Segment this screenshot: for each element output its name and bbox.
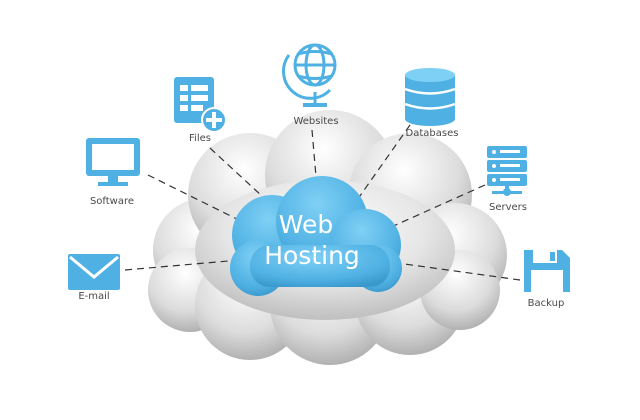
node-label-software: Software bbox=[90, 196, 134, 207]
server-rack-icon bbox=[487, 146, 527, 196]
node-label-servers: Servers bbox=[489, 202, 527, 213]
node-label-backup: Backup bbox=[528, 298, 565, 309]
node-label-email: E-mail bbox=[78, 291, 109, 302]
node-label-files: Files bbox=[189, 133, 211, 144]
node-label-websites: Websites bbox=[293, 116, 338, 127]
monitor-icon bbox=[86, 138, 140, 186]
database-icon bbox=[404, 68, 456, 126]
node-databases: Databases bbox=[404, 68, 459, 139]
connector-email bbox=[124, 259, 241, 271]
hub-cloud: Web Hosting bbox=[230, 176, 402, 296]
envelope-icon bbox=[68, 254, 120, 290]
connector-backup bbox=[389, 261, 521, 281]
hub-title-line2: Hosting bbox=[264, 241, 360, 270]
floppy-disk-icon bbox=[524, 250, 570, 292]
globe-icon bbox=[282, 43, 337, 107]
node-software: Software bbox=[86, 138, 140, 207]
node-backup: Backup bbox=[524, 250, 570, 309]
node-servers: Servers bbox=[487, 146, 527, 213]
node-files: Files bbox=[174, 77, 227, 144]
node-label-databases: Databases bbox=[406, 128, 459, 139]
connector-databases bbox=[349, 124, 411, 211]
hub-title-line1: Web bbox=[279, 210, 334, 239]
file-add-icon bbox=[174, 77, 227, 133]
node-email: E-mail bbox=[68, 254, 120, 302]
node-websites: Websites bbox=[282, 43, 339, 127]
